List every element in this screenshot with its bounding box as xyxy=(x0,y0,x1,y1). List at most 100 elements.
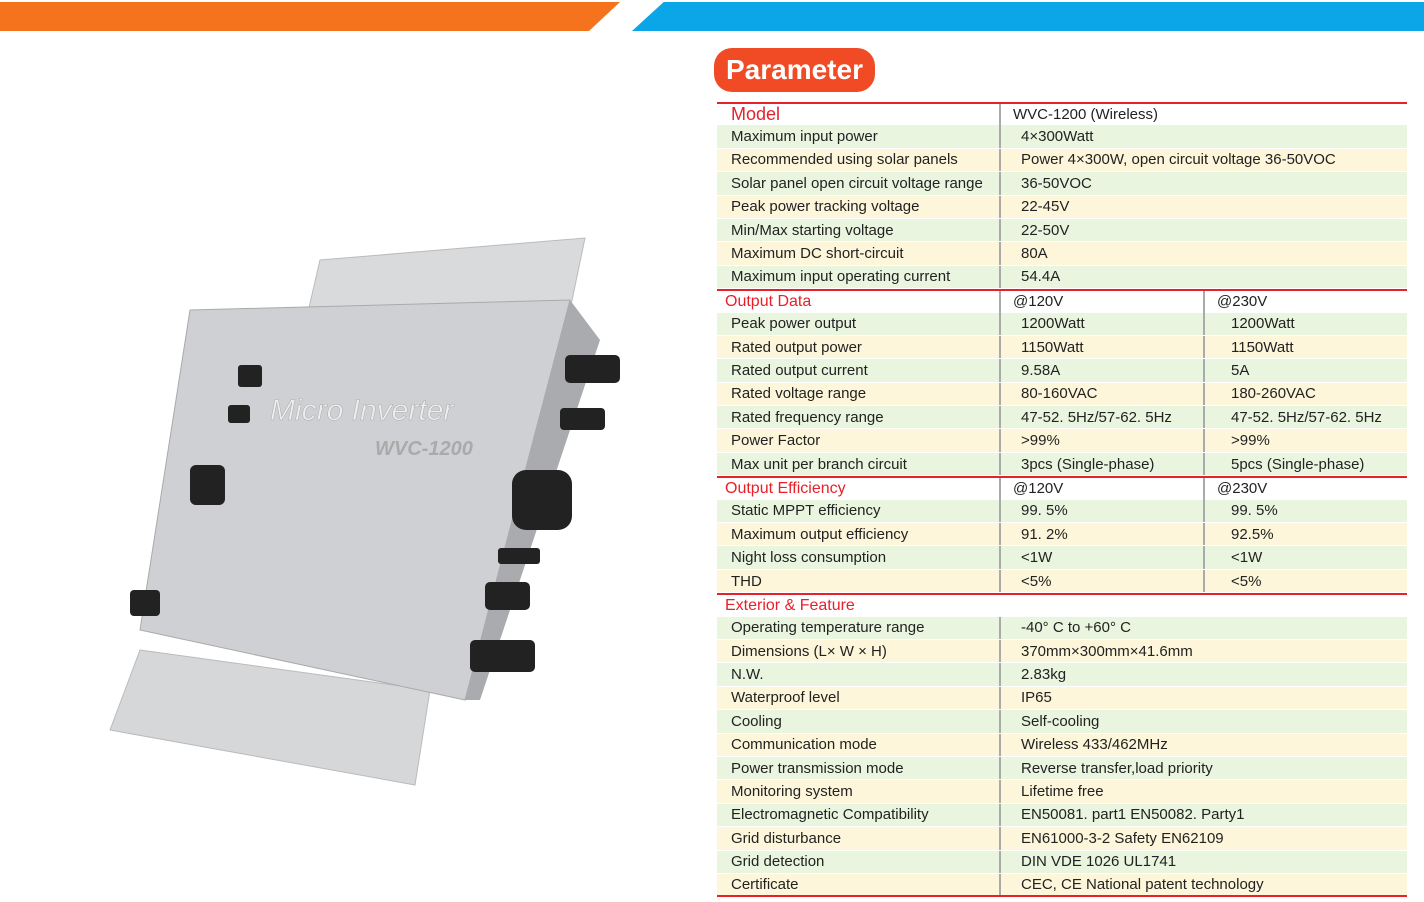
value-230v: <1W xyxy=(1203,546,1407,569)
micro-inverter-image: Micro Inverter WVC-1200 xyxy=(109,237,620,786)
value-120v: 1200Watt xyxy=(999,312,1203,335)
param-label: Grid disturbance xyxy=(731,829,842,847)
exterior-header: Exterior & Feature xyxy=(717,593,1407,617)
value-120v: 91. 2% xyxy=(999,523,1203,546)
product-brand-text: Micro Inverter xyxy=(270,394,454,427)
column-header-120v: @120V xyxy=(999,291,1203,313)
param-value: Power 4×300W, open circuit voltage 36-50… xyxy=(999,148,1407,172)
value-120v: 99. 5% xyxy=(999,499,1203,523)
value-120v: 3pcs (Single-phase) xyxy=(999,452,1203,476)
param-value: Lifetime free xyxy=(999,780,1407,803)
section-title: Output Efficiency xyxy=(725,479,846,497)
table-row: Certificate CEC, CE National patent techn… xyxy=(717,873,1407,898)
table-row: Grid disturbance EN61000-3-2 Safety EN621… xyxy=(717,827,1407,851)
param-label: Certificate xyxy=(731,876,799,894)
value-230v: <5% xyxy=(1203,569,1407,593)
param-label: Maximum input power xyxy=(731,128,878,146)
param-label: Peak power tracking voltage xyxy=(731,198,920,216)
param-label: Rated frequency range xyxy=(731,408,884,426)
table-row: Max unit per branch circuit 3pcs (Single-… xyxy=(717,452,1407,477)
param-value: 370mm×300mm×41.6mm xyxy=(999,639,1407,663)
column-header-230v: @230V xyxy=(1203,478,1407,500)
param-value: 4×300Watt xyxy=(999,125,1407,148)
value-230v: 92.5% xyxy=(1203,523,1407,546)
table-row: Operating temperature range-40° C to +60… xyxy=(717,616,1407,640)
param-label: Cooling xyxy=(731,712,782,730)
column-header-230v: @230V xyxy=(1203,291,1407,313)
param-label: Waterproof level xyxy=(731,689,840,707)
table-row: Maximum input power 4×300Watt xyxy=(717,125,1407,149)
table-row: Peak power tracking voltage 22-45V xyxy=(717,195,1407,219)
value-230v: >99% xyxy=(1203,429,1407,452)
table-row: Static MPPT efficiency 99. 5%99. 5% xyxy=(717,499,1407,524)
section-title: Exterior & Feature xyxy=(725,596,855,614)
param-label: Rated output current xyxy=(731,361,868,379)
param-label: Maximum DC short-circuit xyxy=(731,245,904,263)
param-value: 22-45V xyxy=(999,195,1407,218)
param-value: Reverse transfer,load priority xyxy=(999,756,1407,780)
blue-header-bar xyxy=(632,2,1424,31)
param-label: Solar panel open circuit voltage range xyxy=(731,174,983,192)
param-value: 2.83kg xyxy=(999,663,1407,686)
table-row: THD <5%<5% xyxy=(717,569,1407,594)
param-label: Electromagnetic Compatibility xyxy=(731,806,929,824)
output-efficiency-header: Output Efficiency @120V@230V xyxy=(717,476,1407,500)
param-value: EN61000-3-2 Safety EN62109 xyxy=(999,827,1407,850)
param-label: Recommended using solar panels xyxy=(731,151,958,169)
param-label: THD xyxy=(731,572,762,590)
value-230v: 180-260VAC xyxy=(1203,382,1407,406)
param-label: Rated output power xyxy=(731,338,862,356)
param-value: -40° C to +60° C xyxy=(999,616,1407,639)
param-label: Static MPPT efficiency xyxy=(731,502,881,520)
table-row: Maximum DC short-circuit 80A xyxy=(717,242,1407,266)
param-value: 80A xyxy=(999,242,1407,265)
value-120v: >99% xyxy=(999,429,1203,452)
table-row: Solar panel open circuit voltage range 36… xyxy=(717,172,1407,196)
model-value: WVC-1200 (Wireless) xyxy=(999,104,1407,126)
param-label: Peak power output xyxy=(731,315,857,333)
param-value: 36-50VOC xyxy=(999,172,1407,195)
param-value: IP65 xyxy=(999,686,1407,710)
section-title: Output Data xyxy=(725,292,812,310)
table-row: Min/Max starting voltage 22-50V xyxy=(717,218,1407,243)
value-120v: 47-52. 5Hz/57-62. 5Hz xyxy=(999,406,1203,429)
model-row: Model WVC-1200 (Wireless) xyxy=(717,102,1407,126)
table-row: Dimensions (L× W × H)370mm×300mm×41.6mm xyxy=(717,639,1407,664)
column-header-120v: @120V xyxy=(999,478,1203,500)
table-row: Night loss consumption <1W<1W xyxy=(717,546,1407,570)
orange-header-bar xyxy=(0,2,620,31)
param-label: Night loss consumption xyxy=(731,549,887,567)
param-label: Max unit per branch circuit xyxy=(731,455,907,473)
param-label: Power Factor xyxy=(731,432,821,450)
value-230v: 1200Watt xyxy=(1203,312,1407,335)
param-label: Maximum output efficiency xyxy=(731,525,909,543)
table-row: N.W. 2.83kg xyxy=(717,663,1407,687)
param-label: Min/Max starting voltage xyxy=(731,221,894,239)
value-120v: 80-160VAC xyxy=(999,382,1203,406)
table-row: Recommended using solar panels Power 4×30… xyxy=(717,148,1407,173)
value-230v: 99. 5% xyxy=(1203,499,1407,523)
value-120v: 9.58A xyxy=(999,359,1203,382)
param-label: Rated voltage range xyxy=(731,385,867,403)
param-value: 22-50V xyxy=(999,218,1407,242)
output-data-header: Output Data @120V@230V xyxy=(717,289,1407,313)
param-value: CEC, CE National patent technology xyxy=(999,873,1407,896)
value-120v: <5% xyxy=(999,569,1203,593)
param-label: N.W. xyxy=(731,666,764,684)
value-120v: <1W xyxy=(999,546,1203,569)
value-230v: 5A xyxy=(1203,359,1407,382)
table-row: Maximum output efficiency 91. 2%92.5% xyxy=(717,523,1407,547)
model-label: Model xyxy=(731,104,781,125)
value-120v: 1150Watt xyxy=(999,335,1203,359)
